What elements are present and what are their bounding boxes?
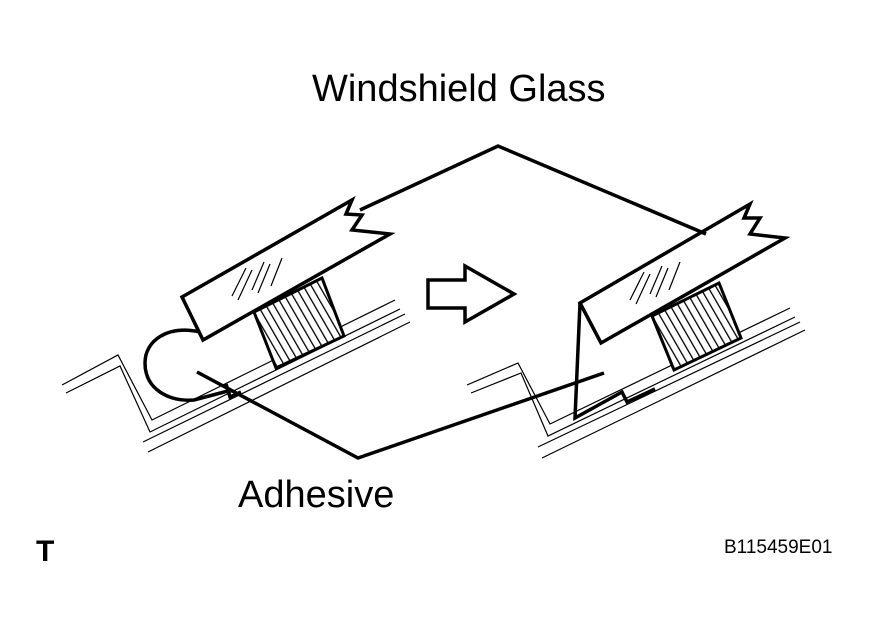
left-adhesive-bead (143, 328, 229, 402)
left-windshield-glass (179, 195, 396, 343)
transition-arrow (426, 262, 518, 326)
figure-code: B115459E01 (724, 537, 833, 558)
right-glass-reflection-marks (629, 261, 681, 305)
left-dam-block (252, 275, 346, 371)
right-windshield-glass (577, 199, 791, 346)
adhesive-label: Adhesive (238, 474, 395, 516)
right-dam-block (650, 280, 743, 373)
right-body-panel (466, 307, 806, 459)
left-glass-reflection-marks (231, 257, 283, 301)
adhesive-leader-line (196, 370, 605, 460)
windshield-glass-label: Windshield Glass (312, 68, 606, 110)
right-adhesive-compressed (573, 302, 656, 422)
glass-leader-line (359, 144, 707, 236)
corner-mark: T (36, 535, 55, 568)
